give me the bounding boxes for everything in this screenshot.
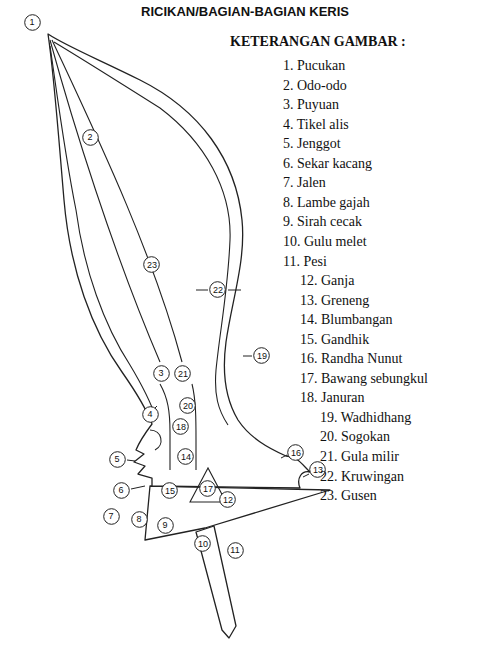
callout-number: 5 — [109, 451, 126, 465]
callout-number: 15 — [161, 482, 178, 496]
callout-circle: 3 — [153, 365, 170, 382]
callout-number: 11 — [227, 542, 244, 556]
callout-number: 10 — [194, 535, 211, 549]
key-item: 10. Gulu melet — [283, 234, 367, 250]
key-item: 15. Gandhik — [300, 332, 369, 348]
key-item: 1. Pucukan — [283, 58, 345, 74]
key-item: 2. Odo-odo — [283, 78, 347, 94]
key-item: 23. Gusen — [320, 488, 377, 504]
key-heading: KETERANGAN GAMBAR : — [230, 34, 406, 50]
key-item: 5. Jenggot — [283, 136, 341, 152]
callout-circle: 22 — [209, 281, 226, 298]
callout-circle: 6 — [113, 482, 130, 499]
key-item: 21. Gula milir — [320, 449, 399, 465]
callout-circle: 18 — [172, 418, 189, 435]
sekar-kacang-curl — [150, 430, 161, 450]
callout-number: 2 — [82, 129, 99, 143]
callout-number: 3 — [153, 365, 170, 379]
key-item: 9. Sirah cecak — [283, 214, 362, 230]
callout-number: 6 — [113, 482, 130, 496]
callout-circle: 19 — [253, 347, 270, 364]
key-item: 13. Greneng — [300, 293, 369, 309]
callout-circle: 12 — [219, 491, 236, 508]
leader-line — [243, 356, 252, 357]
callout-circle: 7 — [103, 508, 120, 525]
callout-circle: 21 — [174, 365, 191, 382]
key-item: 20. Sogokan — [320, 429, 390, 445]
leader-line — [281, 455, 287, 458]
callout-number: 7 — [103, 508, 120, 522]
callout-circle: 1 — [24, 14, 41, 31]
callout-number: 4 — [142, 406, 159, 420]
callout-circle: 23 — [143, 256, 160, 273]
odo-odo-line — [52, 40, 182, 362]
key-item: 7. Jalen — [283, 175, 326, 191]
callout-number: 23 — [143, 256, 160, 270]
key-item: 8. Lambe gajah — [283, 195, 370, 211]
gusen-line — [50, 46, 156, 418]
key-item: 4. Tikel alis — [283, 117, 349, 133]
key-item: 16. Randha Nunut — [300, 351, 402, 367]
blade-outline — [48, 34, 310, 488]
callout-number: 18 — [172, 418, 189, 432]
title: RICIKAN/BAGIAN-BAGIAN KERIS — [141, 4, 349, 19]
callout-circle: 16 — [287, 444, 304, 461]
callout-number: 22 — [209, 281, 226, 295]
callout-circle: 9 — [157, 517, 174, 534]
key-item: 22. Kruwingan — [320, 469, 404, 485]
callout-circle: 11 — [227, 542, 244, 559]
callout-circle: 20 — [179, 397, 196, 414]
callout-circle: 4 — [142, 406, 159, 423]
leader-line — [228, 290, 241, 291]
callout-circle: 2 — [82, 129, 99, 146]
key-item: 17. Bawang sebungkul — [300, 371, 428, 387]
callout-number: 19 — [253, 347, 270, 361]
callout-number: 14 — [177, 448, 194, 462]
callout-number: 8 — [131, 511, 148, 525]
callout-circle: 14 — [177, 448, 194, 465]
callout-circle: 17 — [199, 480, 216, 497]
callout-circle: 10 — [194, 535, 211, 552]
callout-number: 16 — [287, 444, 304, 458]
sogokan-line — [160, 384, 170, 470]
callout-number: 9 — [157, 517, 174, 531]
odo-odo-line — [50, 40, 160, 362]
key-item: 19. Wadhidhang — [320, 410, 411, 426]
leader-line — [303, 474, 309, 477]
callout-number: 20 — [179, 397, 196, 411]
key-item: 11. Pesi — [283, 254, 327, 270]
key-item: 18. Januran — [300, 390, 365, 406]
key-item: 6. Sekar kacang — [283, 156, 372, 172]
callout-circle: 5 — [109, 451, 126, 468]
key-item: 12. Ganja — [300, 273, 354, 289]
leader-line — [131, 486, 145, 489]
callout-circle: 15 — [161, 482, 178, 499]
key-item: 3. Puyuan — [283, 97, 339, 113]
callout-number: 1 — [24, 14, 41, 28]
leader-line — [196, 290, 208, 291]
key-item: 14. Blumbangan — [300, 312, 393, 328]
callout-number: 12 — [219, 491, 236, 505]
leader-line — [127, 460, 135, 461]
callout-number: 17 — [199, 480, 216, 494]
gusen-line — [54, 42, 230, 425]
callout-number: 21 — [174, 365, 191, 379]
callout-circle: 8 — [131, 511, 148, 528]
